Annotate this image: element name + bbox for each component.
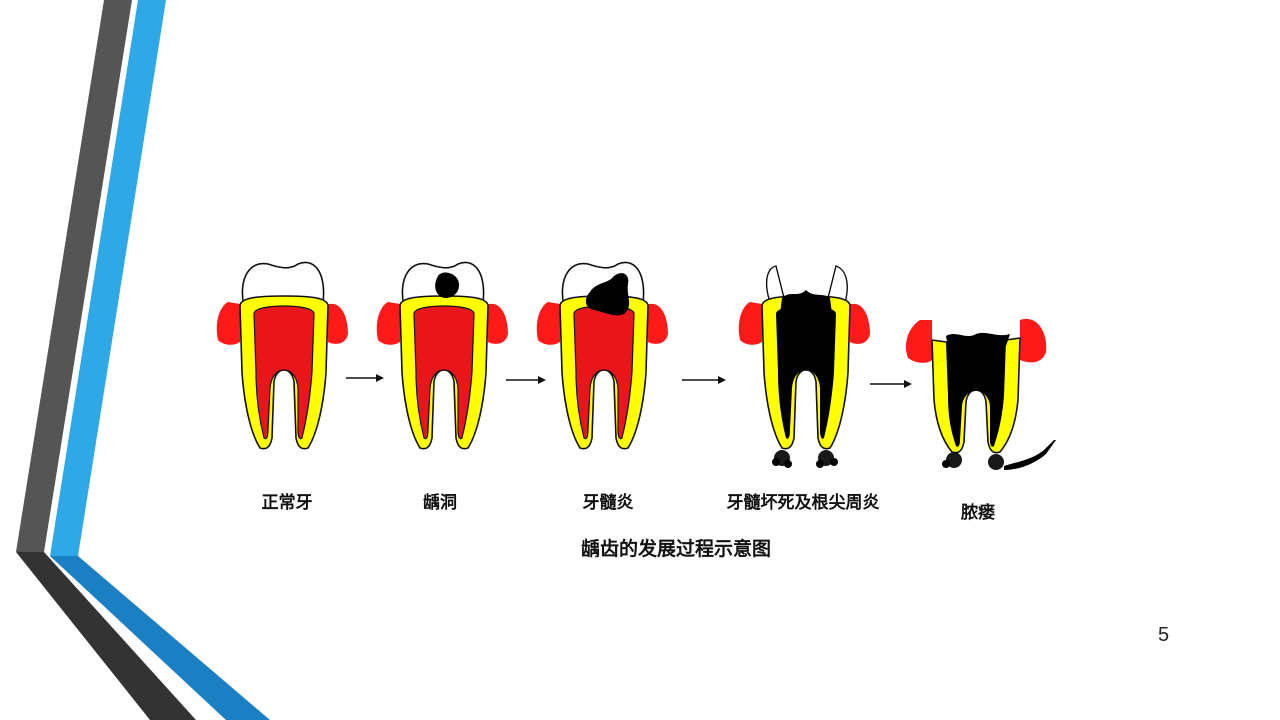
decor-bar-gray-lower xyxy=(16,552,196,720)
decor-bar-blue-lower xyxy=(50,556,270,720)
cavity-spot xyxy=(435,272,460,298)
stage-label-pulpitis: 牙髓炎 xyxy=(582,493,634,513)
stage-label-fistula: 脓瘘 xyxy=(961,503,995,523)
apical-lesion xyxy=(772,450,838,468)
stage-label-normal: 正常牙 xyxy=(261,493,313,513)
decay-area xyxy=(780,290,832,314)
tooth-cavity xyxy=(376,261,508,450)
tooth-normal xyxy=(216,261,348,450)
fistula-lesion xyxy=(942,440,1056,470)
arrow-2 xyxy=(506,376,546,384)
tooth-necrosis xyxy=(738,265,870,468)
arrow-1 xyxy=(346,374,384,382)
diagram-caption: 龋齿的发展过程示意图 xyxy=(580,538,772,560)
decor-bar-gray xyxy=(16,0,132,552)
tooth-pulpitis xyxy=(536,261,668,450)
stage-label-necrosis: 牙髓坏死及根尖周炎 xyxy=(726,493,880,513)
stage-label-cavity: 龋洞 xyxy=(423,493,457,513)
arrow-3 xyxy=(682,376,726,384)
decay-area xyxy=(585,273,630,316)
left-decoration xyxy=(16,0,270,720)
tooth-fistula xyxy=(905,318,1056,470)
page-number: 5 xyxy=(1158,624,1170,646)
arrow-4 xyxy=(870,380,912,388)
decor-bar-blue xyxy=(50,0,166,556)
